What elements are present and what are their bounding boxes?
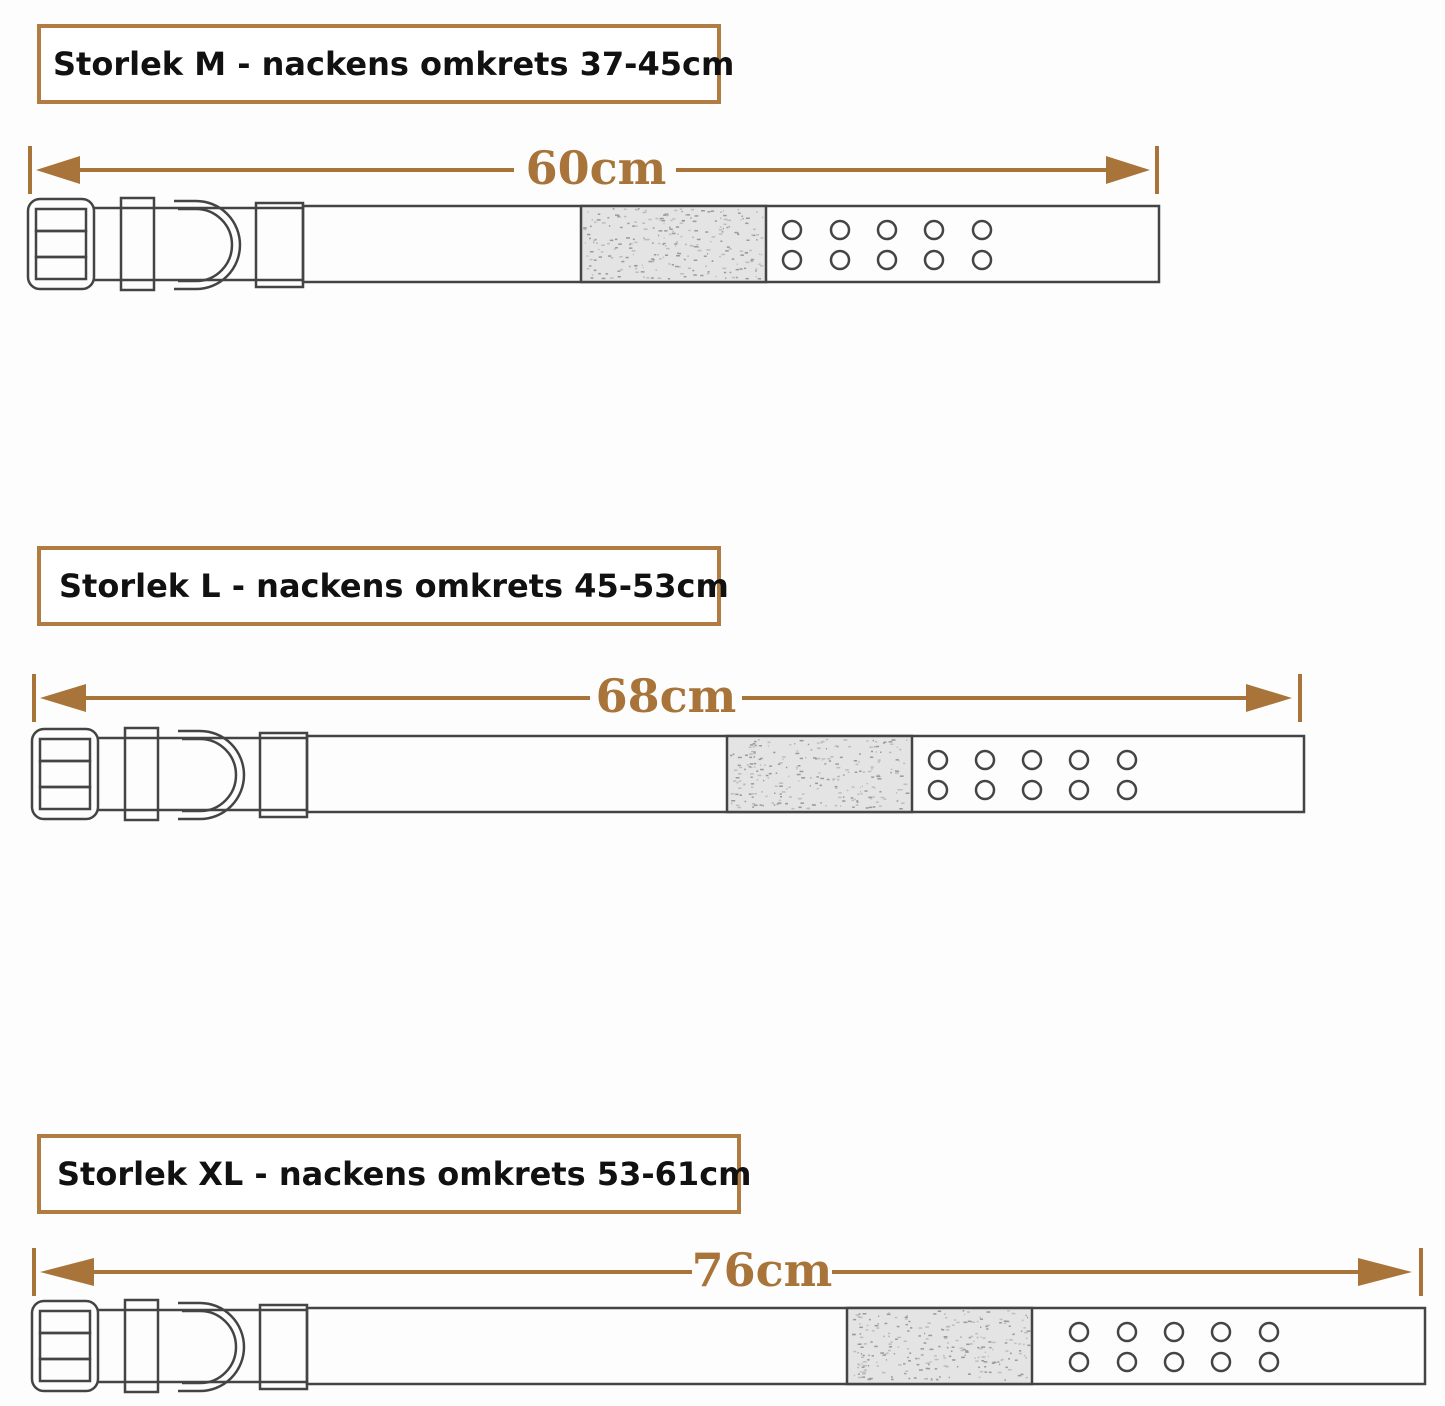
collar-d-ring-l xyxy=(178,729,246,821)
collar-drawing-xl xyxy=(30,1298,1427,1394)
size-label-l: Storlek L - nackens omkrets 45-53cm xyxy=(59,567,729,605)
dimension-line-l: 68cm xyxy=(32,669,1302,723)
arrowhead-right-m xyxy=(1106,156,1150,184)
arrowhead-right-xl xyxy=(1358,1258,1412,1286)
patch-texture xyxy=(730,738,910,810)
patch-texture xyxy=(583,208,764,280)
collar-keeper-m xyxy=(119,196,156,292)
dimension-text-l: 68cm xyxy=(596,669,737,723)
arrowhead-left-m xyxy=(36,156,80,184)
size-label-box-l: Storlek L - nackens omkrets 45-53cm xyxy=(37,546,729,626)
size-label-box-m: Storlek M - nackens omkrets 37-45cm xyxy=(37,24,734,104)
collar-drawing-m xyxy=(26,196,1161,292)
arrowhead-left-l xyxy=(40,684,86,712)
dimension-text-m: 60cm xyxy=(526,141,667,195)
collar-d-ring-m xyxy=(174,199,242,291)
arrowhead-left-xl xyxy=(40,1258,94,1286)
size-label-m: Storlek M - nackens omkrets 37-45cm xyxy=(53,45,735,83)
size-label-box-xl: Storlek XL - nackens omkrets 53-61cm xyxy=(37,1134,752,1214)
collar-keeper-xl xyxy=(123,1298,160,1394)
size-block-l: Storlek L - nackens omkrets 45-53cm 68cm xyxy=(30,546,1306,822)
collar-drawing-l xyxy=(30,726,1306,822)
collar-keeper-l xyxy=(123,726,160,822)
size-block-m: Storlek M - nackens omkrets 37-45cm 60cm xyxy=(0,0,1445,300)
collar-buckle-m xyxy=(26,197,96,291)
dimension-line-m: 60cm xyxy=(28,141,1159,195)
collar-holes-xl xyxy=(1068,1321,1280,1373)
dimension-line-xl: 76cm xyxy=(32,1243,1423,1297)
collar-d-ring-xl xyxy=(178,1301,246,1393)
collar-loop-xl xyxy=(258,1303,309,1391)
size-label-xl: Storlek XL - nackens omkrets 53-61cm xyxy=(57,1155,752,1193)
patch-texture xyxy=(852,1310,1032,1381)
dimension-text-xl: 76cm xyxy=(692,1243,833,1297)
collar-holes-l xyxy=(927,749,1138,801)
arrowhead-right-l xyxy=(1246,684,1292,712)
collar-holes-m xyxy=(781,219,993,271)
collar-buckle-l xyxy=(30,727,100,821)
collar-buckle-xl xyxy=(30,1299,100,1393)
